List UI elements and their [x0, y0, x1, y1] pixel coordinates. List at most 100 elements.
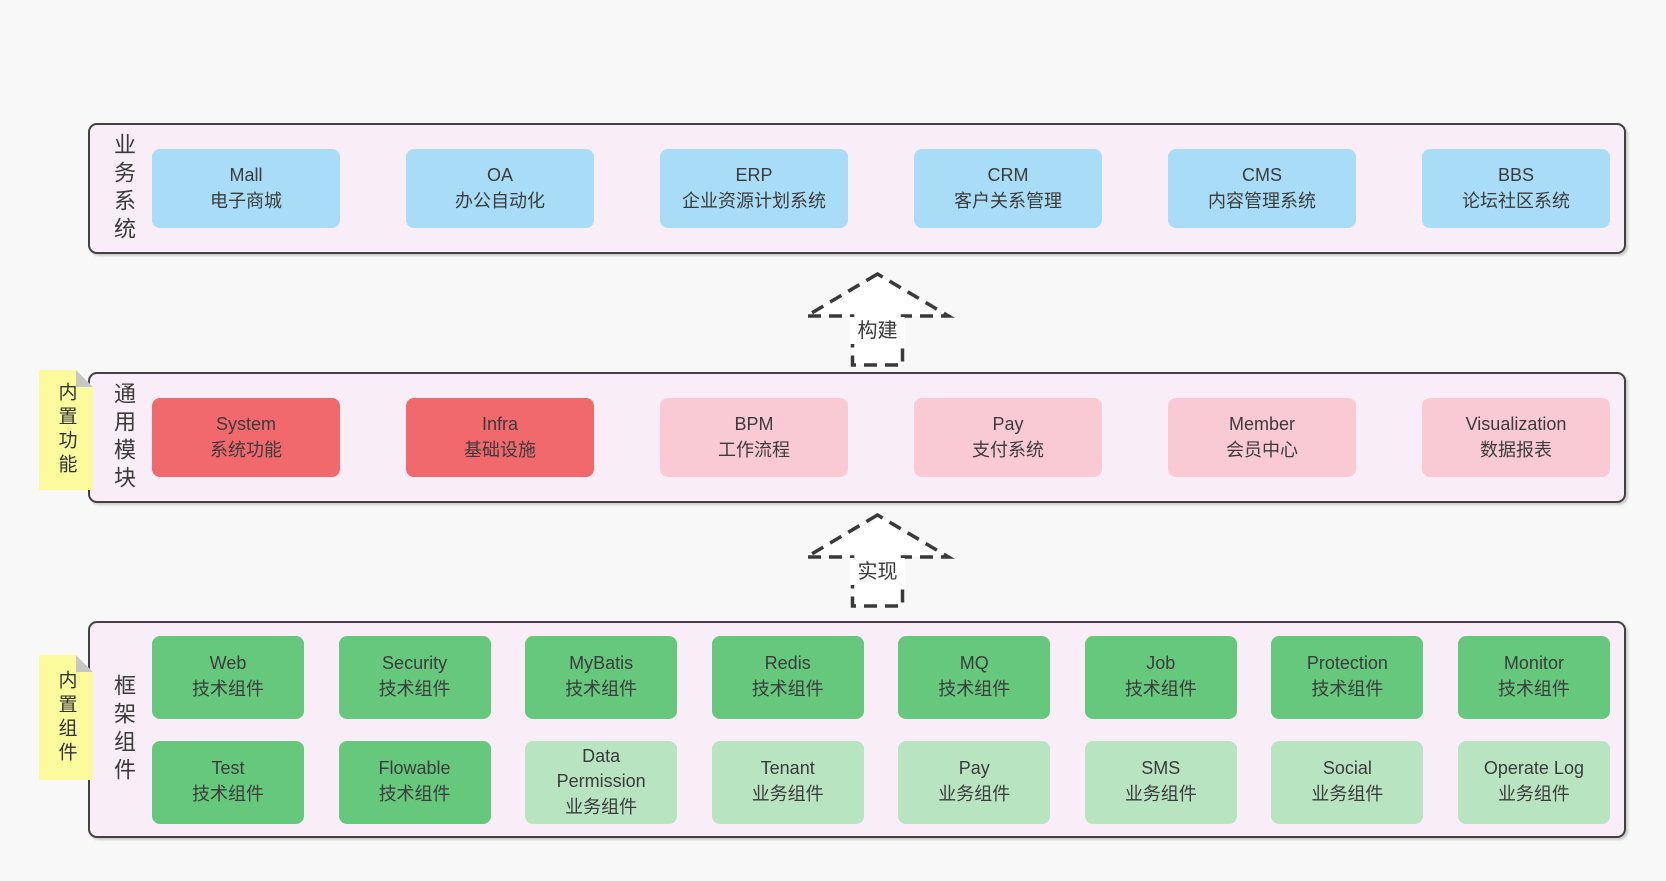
diagram-box-protection: Protection 技术组件	[1271, 635, 1424, 719]
build-arrow-label: 构建	[858, 319, 898, 342]
box-title: Pay	[958, 758, 990, 779]
diagram-box-monitor: Monitor 技术组件	[1457, 635, 1610, 719]
box-title: CRM	[987, 164, 1029, 185]
box-subtitle: 技术组件	[192, 784, 264, 804]
diagram-box-test: Test 技术组件	[152, 740, 304, 824]
box-title: MQ	[959, 653, 989, 674]
box-title: System	[215, 413, 276, 434]
box-title: OA	[486, 164, 513, 185]
diagram-box-operate-log: Operate Log 业务组件	[1457, 740, 1610, 824]
diagram-box-mq: MQ 技术组件	[898, 635, 1051, 719]
box-title: Security	[382, 653, 448, 674]
box-title: Flowable	[378, 758, 451, 779]
common-modules-boxes: System 系统功能 Infra 基础设施 BPM 工作流程 Pay 支付系统…	[152, 374, 1624, 501]
box-title: Job	[1146, 653, 1176, 674]
box-title: Tenant	[760, 758, 815, 779]
diagram-box-oa: OA 办公自动化	[406, 149, 594, 228]
box-title: Monitor	[1503, 653, 1564, 674]
box-title: Protection	[1306, 653, 1388, 674]
box-subtitle: 数据报表	[1480, 439, 1552, 460]
builtin-features-note: 内置功能	[39, 370, 93, 490]
business-systems-label: 业务系统	[111, 132, 136, 245]
box-subtitle: 基础设施	[464, 439, 536, 460]
diagram-box-bpm: BPM 工作流程	[660, 398, 848, 477]
build-arrow-icon: 构建	[800, 272, 955, 367]
diagram-box-erp: ERP 企业资源计划系统	[660, 149, 848, 228]
box-subtitle: 业务组件	[1311, 784, 1384, 804]
diagram-box-visualization: Visualization 数据报表	[1422, 398, 1610, 477]
box-subtitle: 业务组件	[751, 784, 824, 804]
note-label: 内置功能	[55, 382, 77, 478]
box-title: Social	[1322, 758, 1372, 779]
box-subtitle: 客户关系管理	[954, 190, 1062, 211]
diagram-box-security: Security 技术组件	[338, 635, 491, 719]
framework-components-label: 框架组件	[111, 673, 136, 786]
implement-arrow-label: 实现	[858, 560, 898, 583]
builtin-components-note: 内置组件	[39, 655, 93, 780]
diagram-box-bbs: BBS 论坛社区系统	[1422, 149, 1610, 228]
box-subtitle: 技术组件	[938, 679, 1011, 699]
box-subtitle: 业务组件	[1497, 784, 1570, 804]
box-title: ERP	[735, 164, 773, 185]
box-subtitle: 技术组件	[378, 784, 451, 804]
common-modules-label: 通用模块	[111, 381, 136, 494]
box-subtitle: 电子商城	[210, 190, 282, 211]
box-subtitle: 业务组件	[1124, 784, 1197, 804]
box-title: Web	[209, 653, 247, 674]
diagram-box-data-permission: Data Permission 业务组件	[525, 740, 678, 824]
diagram-box-crm: CRM 客户关系管理	[914, 149, 1102, 228]
business-systems-container: 业务系统 Mall 电子商城 OA 办公自动化 ERP 企业资源计划系统 CRM…	[88, 123, 1626, 254]
common-modules-container: 通用模块 System 系统功能 Infra 基础设施 BPM 工作流程 Pay…	[88, 372, 1626, 503]
box-title: Pay	[992, 413, 1024, 434]
box-subtitle: 支付系统	[972, 439, 1044, 460]
box-title: Visualization	[1465, 413, 1567, 434]
diagram-box-job: Job 技术组件	[1084, 635, 1237, 719]
box-subtitle: 业务组件	[938, 784, 1011, 804]
box-subtitle: 技术组件	[565, 679, 638, 699]
box-subtitle: 技术组件	[751, 679, 824, 699]
box-title: BBS	[1497, 164, 1535, 185]
framework-components-row-1: Web 技术组件 Security 技术组件 MyBatis 技术组件 Redi…	[152, 635, 1610, 719]
diagram-box-mall: Mall 电子商城	[152, 149, 340, 228]
diagram-box-cms: CMS 内容管理系统	[1168, 149, 1356, 228]
implement-arrow-icon: 实现	[800, 513, 955, 608]
diagram-box-redis: Redis 技术组件	[711, 635, 864, 719]
box-title: Mall	[229, 164, 263, 185]
diagram-box-infra: Infra 基础设施	[406, 398, 594, 477]
box-subtitle: 业务组件	[565, 796, 638, 817]
box-title: CMS	[1242, 164, 1282, 185]
diagram-box-member: Member 会员中心	[1168, 398, 1356, 477]
box-subtitle: 内容管理系统	[1208, 190, 1316, 211]
diagram-box-mybatis: MyBatis 技术组件	[525, 635, 678, 719]
box-subtitle: 技术组件	[1497, 679, 1570, 699]
box-subtitle: 企业资源计划系统	[682, 190, 826, 211]
diagram-box-tenant: Tenant 业务组件	[711, 740, 864, 824]
box-title: Infra	[481, 413, 519, 434]
box-title: SMS	[1141, 758, 1181, 779]
box-title: Test	[211, 758, 245, 779]
box-title: Member	[1228, 413, 1295, 434]
diagram-box-flowable: Flowable 技术组件	[338, 740, 491, 824]
diagram-box-sms: SMS 业务组件	[1084, 740, 1237, 824]
box-title: Redis	[764, 653, 811, 674]
diagram-box-system: System 系统功能	[152, 398, 340, 477]
box-title: Operate Log	[1483, 758, 1584, 779]
framework-components-row-2: Test 技术组件 Flowable 技术组件 Data Permission …	[152, 740, 1610, 824]
box-subtitle: 系统功能	[210, 439, 282, 460]
box-subtitle: 技术组件	[378, 679, 451, 699]
diagram-box-web: Web 技术组件	[152, 635, 304, 719]
framework-components-container: 框架组件 Web 技术组件 Security 技术组件 MyBatis 技术组件…	[88, 621, 1626, 838]
diagram-box-social: Social 业务组件	[1271, 740, 1424, 824]
business-systems-boxes: Mall 电子商城 OA 办公自动化 ERP 企业资源计划系统 CRM 客户关系…	[152, 125, 1624, 252]
framework-components-boxes: Web 技术组件 Security 技术组件 MyBatis 技术组件 Redi…	[152, 623, 1624, 836]
box-subtitle: 会员中心	[1226, 439, 1298, 460]
box-subtitle: 技术组件	[1124, 679, 1197, 699]
box-subtitle: 论坛社区系统	[1462, 190, 1570, 211]
box-subtitle: 工作流程	[718, 439, 790, 460]
note-label: 内置组件	[55, 669, 77, 766]
box-title: BPM	[734, 413, 774, 434]
box-title: MyBatis	[569, 653, 634, 674]
box-subtitle: 办公自动化	[455, 190, 545, 211]
diagram-box-pay-component: Pay 业务组件	[898, 740, 1051, 824]
box-title: Data Permission	[556, 745, 646, 792]
